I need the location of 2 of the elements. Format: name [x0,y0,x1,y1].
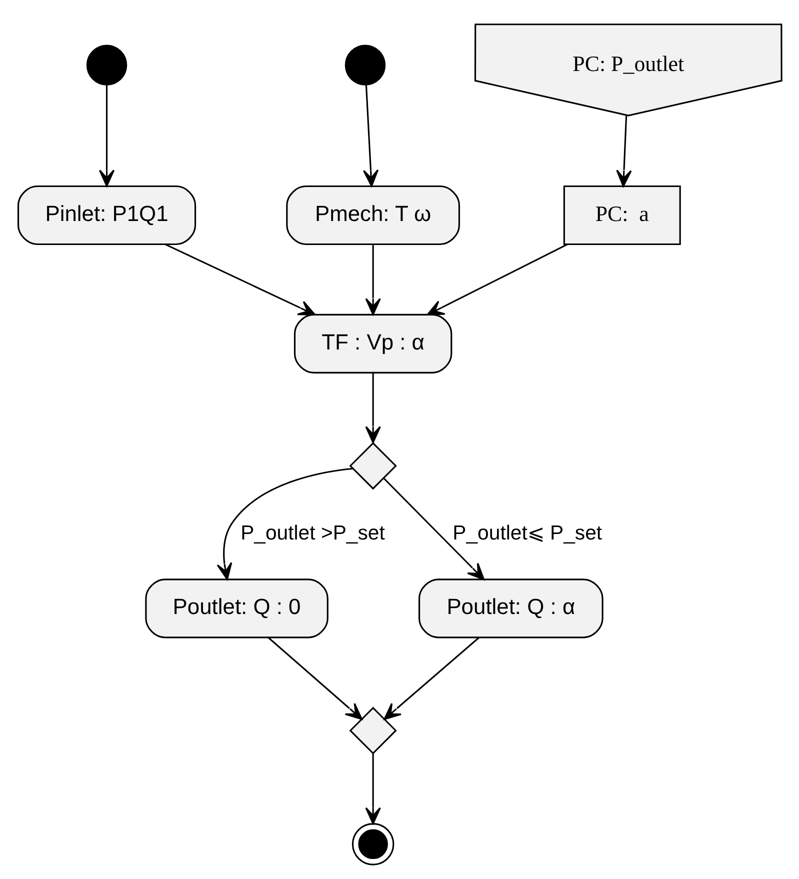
edge-label: P_outlet >P_set [240,522,384,544]
edge-label: P_outlet⩽ P_set [452,522,602,544]
